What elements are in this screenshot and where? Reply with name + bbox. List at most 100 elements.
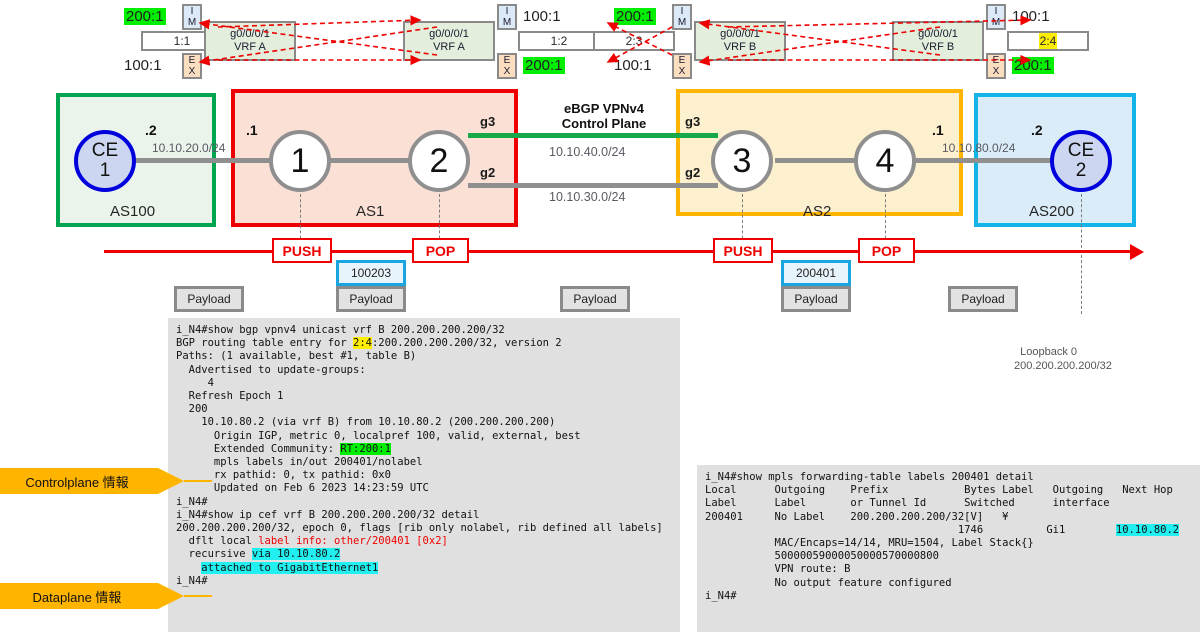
net-p2-p3-g2: 10.10.30.0/24: [549, 190, 626, 204]
ip-ce2: .2: [1031, 122, 1043, 138]
dropline-p4: [885, 194, 886, 249]
vrf-g2-rd-bar: 1:2: [518, 31, 600, 51]
packet-payload-5: Payload: [948, 286, 1018, 312]
link-p2-p3-g2: [468, 183, 718, 188]
dropline-ce2-loopback: [1081, 194, 1082, 314]
cli-right-line: i_N4#show mpls forwarding-table labels 2…: [705, 471, 1034, 483]
ip-ce1: .2: [145, 122, 157, 138]
cli-left-line: recursive via 10.10.80.2: [176, 548, 341, 561]
dataplane-op-push2: PUSH: [713, 238, 773, 263]
callout-dataplane-leader: [184, 595, 212, 597]
cli-left-line: i_N4#show bgp vpnv4 unicast vrf B 200.20…: [176, 324, 505, 336]
vrf-g3-interface: g0/0/0/1: [720, 28, 760, 40]
node-ce1[interactable]: CE 1: [74, 130, 136, 192]
vrf-g1-import-rt: 200:1: [124, 8, 166, 25]
vrf-g4-name: VRF B: [921, 41, 955, 53]
node-p2[interactable]: 2: [408, 130, 470, 192]
if-p2-g2: g2: [480, 165, 496, 180]
cli-right-line: Local Outgoing Prefix Bytes Label Outgoi…: [705, 484, 1173, 497]
cli-output-left: i_N4#show bgp vpnv4 unicast vrf B 200.20…: [168, 318, 680, 632]
vrf-g1-interface: g0/0/0/1: [230, 28, 270, 40]
cli-left-line: mpls labels in/out 200401/nolabel: [176, 456, 423, 469]
vrf-g4-rd-bar: 2:4: [1007, 31, 1089, 51]
ip-p4: .1: [932, 122, 944, 138]
packet-payload-1: Payload: [174, 286, 244, 312]
control-plane-title: eBGP VPNv4 Control Plane: [534, 101, 674, 131]
cli-left-line: 10.10.80.2 (via vrf B) from 10.10.80.2 (…: [176, 416, 556, 429]
vrf-g3-export-rt: 100:1: [614, 57, 652, 74]
if-p3-g3: g3: [685, 114, 701, 129]
vrf-g1-name: VRF A: [234, 41, 266, 53]
if-p3-g2: g2: [685, 165, 701, 180]
cli-left-line: Advertised to update-groups:: [176, 363, 366, 376]
cli-left-line: 4: [176, 376, 214, 389]
callout-controlplane: Controlplane 情報: [0, 468, 158, 494]
dataplane-op-pop2: POP: [858, 238, 915, 263]
callout-dataplane: Dataplane 情報: [0, 583, 158, 609]
vrf-g4-import-rt: 100:1: [1012, 8, 1050, 25]
dropline-p3: [742, 194, 743, 249]
cli-left-line: Refresh Epoch 1: [176, 390, 284, 403]
domain-label-as2: AS2: [803, 203, 832, 220]
vrf-g1-export-rt: 100:1: [124, 57, 162, 74]
loopback-note: Loopback 0 200.200.200.200/32: [1014, 331, 1112, 373]
node-p4[interactable]: 4: [854, 130, 916, 192]
vrf-g4-interface: g0/0/0/1: [918, 28, 958, 40]
cli-output-right: i_N4#show mpls forwarding-table labels 2…: [697, 465, 1200, 632]
cli-right-line: i_N4#: [705, 589, 737, 602]
dataplane-op-pop1: POP: [412, 238, 469, 263]
link-p3-p4: [775, 158, 855, 163]
domain-label-as200: AS200: [1029, 203, 1075, 220]
packet-label-4: 200401: [781, 260, 851, 286]
node-ce2-line2: 2: [1075, 160, 1087, 181]
cli-left-line: BGP routing table entry for 2:4:200.200.…: [176, 337, 562, 350]
domain-label-as100: AS100: [110, 203, 156, 220]
vrf-g2-rd-value: 1:2: [550, 34, 568, 48]
packet-label-2: 100203: [336, 260, 406, 286]
callout-controlplane-leader: [184, 480, 212, 482]
link-p1-p2: [330, 158, 410, 163]
control-plane-title-line2: Control Plane: [561, 116, 647, 131]
packet-payload-2: Payload: [336, 286, 406, 312]
cli-left-line: i_N4#: [176, 495, 208, 508]
node-ce2[interactable]: CE 2: [1050, 130, 1112, 192]
cli-left-line: i_N4#: [176, 574, 208, 587]
cli-left-line: Updated on Feb 6 2023 14:23:59 UTC: [176, 482, 429, 495]
link-ce1-p1: [135, 158, 275, 163]
loopback-note-line2: 200.200.200.200/32: [1014, 360, 1112, 372]
cli-right-line: Label Label or Tunnel Id Switched interf…: [705, 497, 1110, 510]
vrf-g3-rd-value: 2:3: [625, 34, 643, 48]
cli-right-line: No output feature configured: [705, 576, 952, 589]
node-p1[interactable]: 1: [269, 130, 331, 192]
node-p3[interactable]: 3: [711, 130, 773, 192]
net-p2-p3-g3: 10.10.40.0/24: [549, 145, 626, 159]
dataplane-arrow-line: [104, 250, 1136, 253]
domain-label-as1: AS1: [356, 203, 385, 220]
node-ce1-line1: CE: [91, 140, 119, 161]
dataplane-arrow-head: [1130, 244, 1144, 260]
ip-p1: .1: [246, 122, 258, 138]
cli-left-line: dflt local label info: other/200401 [0x2…: [176, 535, 448, 548]
cli-left-line: 200.200.200.200/32, epoch 0, flags [rib …: [176, 522, 663, 535]
link-p4-ce2: [915, 158, 1055, 163]
packet-payload-3: Payload: [560, 286, 630, 312]
vrf-g3-name: VRF B: [723, 41, 757, 53]
cli-left-line: Extended Community: RT:200:1: [176, 442, 391, 455]
vrf-g3-import-rt: 200:1: [614, 8, 656, 25]
vrf-g4-rd-value: 2:4: [1038, 33, 1058, 49]
loopback-note-line1: Loopback 0: [1020, 346, 1078, 358]
vrf-g2-export-rt: 200:1: [523, 57, 565, 74]
net-ce1-p1: 10.10.20.0/24: [152, 141, 226, 155]
dropline-p2: [439, 194, 440, 249]
